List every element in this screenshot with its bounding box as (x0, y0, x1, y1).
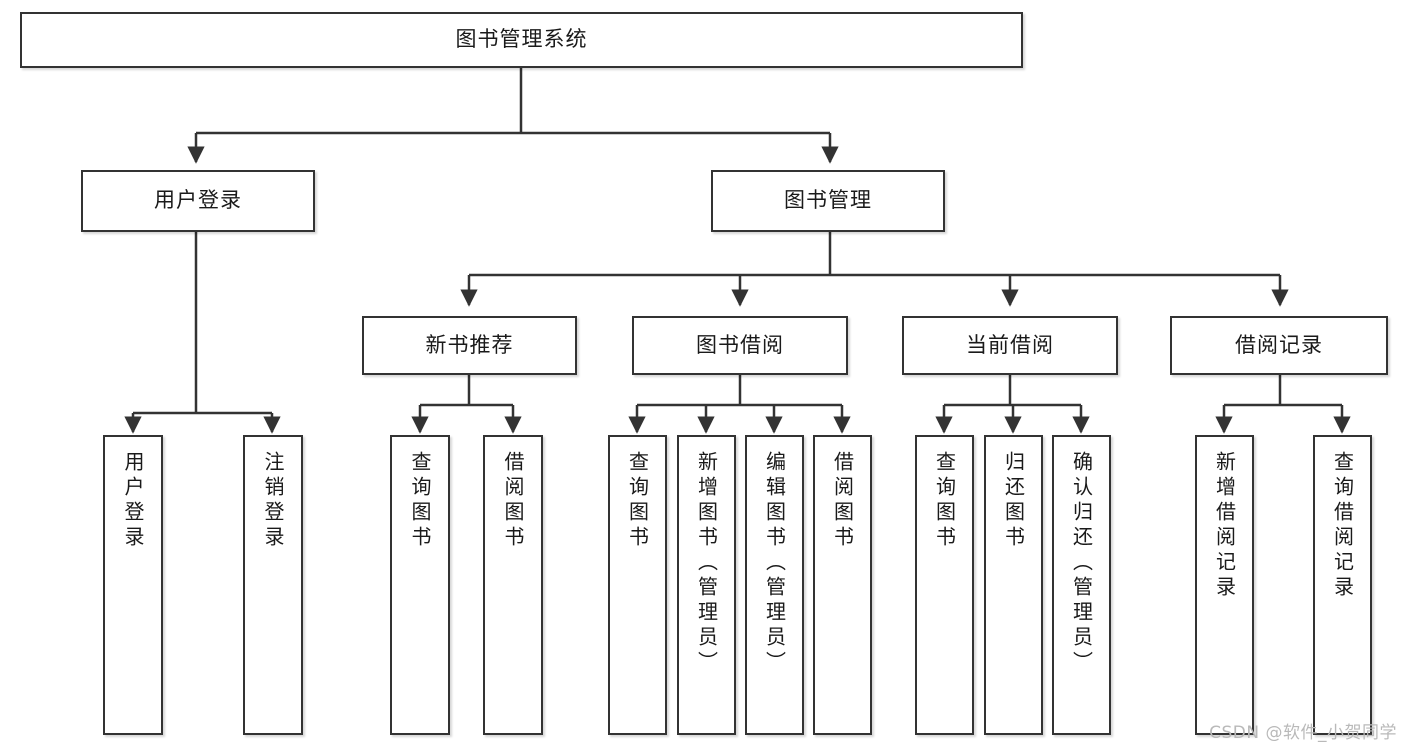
node-label: 借阅图书 (501, 451, 525, 551)
node-label: 图书借阅 (696, 332, 784, 357)
leaf-user-login-logout[interactable]: 注销登录 (243, 435, 303, 735)
node-borrow-record[interactable]: 借阅记录 (1170, 316, 1388, 375)
leaf-current-borrow-return-book[interactable]: 归还图书 (984, 435, 1043, 735)
node-label: 注销登录 (261, 451, 285, 551)
node-label: 借阅图书 (830, 451, 855, 551)
leaf-new-book-borrow-book[interactable]: 借阅图书 (483, 435, 543, 735)
node-label: 用户登录 (121, 451, 145, 551)
node-label: 图书管理 (784, 188, 872, 213)
node-user-login[interactable]: 用户登录 (81, 170, 315, 232)
node-label: 用户登录 (154, 188, 242, 213)
node-new-book-recommend[interactable]: 新书推荐 (362, 316, 577, 375)
node-label: 确认归还（管理员） (1069, 451, 1094, 676)
node-label: 新增借阅记录 (1212, 451, 1237, 601)
watermark-text: CSDN @软件_小贺同学 (1209, 723, 1397, 743)
node-label: 归还图书 (1001, 451, 1026, 551)
leaf-new-book-query-book[interactable]: 查询图书 (390, 435, 450, 735)
leaf-book-borrow-edit-book-admin[interactable]: 编辑图书（管理员） (745, 435, 804, 735)
leaf-book-borrow-borrow-book[interactable]: 借阅图书 (813, 435, 872, 735)
leaf-book-borrow-query-book[interactable]: 查询图书 (608, 435, 667, 735)
leaf-current-borrow-query-book[interactable]: 查询图书 (915, 435, 974, 735)
node-book-borrow[interactable]: 图书借阅 (632, 316, 848, 375)
node-root-book-management-system[interactable]: 图书管理系统 (20, 12, 1023, 68)
node-label: 查询借阅记录 (1330, 451, 1355, 601)
node-label: 编辑图书（管理员） (762, 451, 787, 676)
node-label: 图书管理系统 (455, 27, 588, 52)
node-label: 查询图书 (932, 451, 957, 551)
node-label: 查询图书 (625, 451, 650, 551)
node-label: 查询图书 (408, 451, 432, 551)
leaf-current-borrow-confirm-return-admin[interactable]: 确认归还（管理员） (1052, 435, 1111, 735)
leaf-user-login-login[interactable]: 用户登录 (103, 435, 163, 735)
node-current-borrow[interactable]: 当前借阅 (902, 316, 1118, 375)
leaf-borrow-record-query-record[interactable]: 查询借阅记录 (1313, 435, 1372, 735)
node-book-management[interactable]: 图书管理 (711, 170, 945, 232)
leaf-book-borrow-add-book-admin[interactable]: 新增图书（管理员） (677, 435, 736, 735)
node-label: 新书推荐 (425, 332, 514, 357)
node-label: 当前借阅 (966, 332, 1054, 357)
node-label: 借阅记录 (1235, 332, 1323, 357)
leaf-borrow-record-add-record[interactable]: 新增借阅记录 (1195, 435, 1254, 735)
node-label: 新增图书（管理员） (694, 451, 719, 676)
